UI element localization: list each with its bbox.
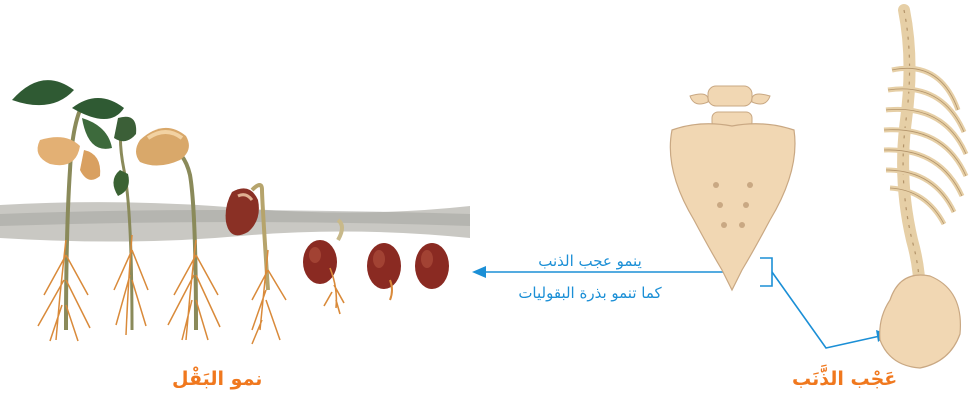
arrow-caption-line2: كما تنمو بذرة البقوليات <box>470 284 710 302</box>
spine-skeleton-icon <box>880 10 966 368</box>
bean-seed-icon <box>367 243 401 300</box>
bracket-connector <box>760 258 888 348</box>
bean-sprout-icon <box>226 185 286 344</box>
bean-sprout-icon <box>303 220 344 314</box>
arrow-caption-line1: ينمو عجب الذنب <box>470 252 710 270</box>
tailbone-caption: عَجْب الذَّنَب <box>792 368 897 390</box>
bean-growth-caption: نمو البَقْل <box>172 368 262 390</box>
bean-seed-icon <box>415 243 449 289</box>
